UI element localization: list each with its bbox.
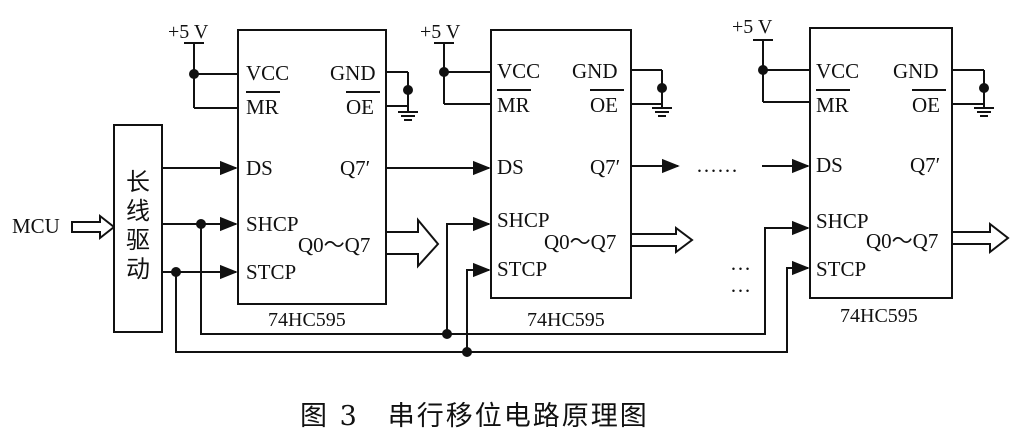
chip-3-pin-gnd: GND — [893, 59, 939, 83]
line-driver-label: 长 线 驱 动 — [126, 168, 150, 283]
chip-1-body — [237, 29, 387, 305]
chip-3-ground-icon — [974, 107, 994, 117]
chip-3-name: 74HC595 — [840, 305, 918, 327]
chip-2-output-bus-arrow — [630, 226, 694, 254]
chip-2-pin-gnd: GND — [572, 59, 618, 83]
stcp-bus-junction — [462, 347, 472, 357]
chip-1: +5 V VCC MR GND OE DS Q7′ SHCP Q0～Q7 STC… — [168, 21, 440, 331]
chip-3-pin-stcp: STCP — [816, 257, 866, 281]
chip-2-pin-q7: Q7′ — [590, 155, 620, 179]
chip-2-body — [490, 29, 632, 299]
chip-1-gnd-node — [403, 85, 413, 95]
svg-text:动: 动 — [126, 255, 150, 283]
shcp-bus-junction — [442, 329, 452, 339]
chip-3-pin-ds: DS — [816, 153, 843, 177]
chip-2-pin-oe: OE — [590, 93, 618, 117]
chip-3-pin-shcp: SHCP — [816, 209, 869, 233]
chip-1-pin-q0q7: Q0～Q7 — [298, 233, 370, 257]
svg-text:驱: 驱 — [126, 226, 150, 254]
ellipsis-vertical-2: … — [730, 273, 751, 297]
chip-2-pin-stcp: STCP — [497, 257, 547, 281]
mcu-label: MCU — [12, 214, 60, 238]
chip-3-pin-vcc: VCC — [816, 59, 859, 83]
chip-1-name: 74HC595 — [268, 309, 346, 331]
chip-3-pin-q0q7: Q0～Q7 — [866, 229, 938, 253]
chip-1-output-bus-arrow — [385, 217, 440, 269]
line-driver-box — [113, 124, 163, 333]
chip-3-vcc-node — [758, 65, 768, 75]
chip-3-pin-q7: Q7′ — [910, 153, 940, 177]
chip-1-supply-label: +5 V — [168, 21, 209, 43]
chip-1-ground-icon — [398, 111, 418, 121]
chip-2-pin-q0q7: Q0～Q7 — [544, 230, 616, 254]
chip-2-pin-shcp: SHCP — [497, 208, 550, 232]
chip-3-output-bus-arrow — [951, 221, 1010, 255]
stcp-bus — [175, 260, 810, 353]
chip-1-pin-vcc: VCC — [246, 61, 289, 85]
shcp-branch-2 — [446, 216, 491, 334]
chip-3-pin-mr: MR — [816, 93, 849, 117]
chip-2-vcc-node — [439, 67, 449, 77]
chip-2-pin-vcc: VCC — [497, 59, 540, 83]
chip-2-gnd-node — [657, 83, 667, 93]
chip-1-pin-q7: Q7′ — [340, 156, 370, 180]
chip-1-vcc-node — [189, 69, 199, 79]
chip-2-ground-icon — [652, 107, 672, 117]
stcp-branch-2 — [466, 262, 491, 352]
ellipsis-horizontal: …… — [696, 153, 738, 177]
svg-text:线: 线 — [126, 197, 150, 225]
chip-1-pin-gnd: GND — [330, 61, 376, 85]
chip-3-gnd-node — [979, 83, 989, 93]
shcp-bus — [200, 220, 810, 335]
chip-2: +5 V VCC MR GND OE DS Q7′ SHCP Q0～Q7 STC… — [420, 21, 694, 331]
mcu-bus-arrow — [71, 213, 116, 241]
svg-text:长: 长 — [126, 168, 150, 196]
figure-caption: 图 3 串行移位电路原理图 — [300, 401, 649, 432]
chip-1-pin-oe: OE — [346, 95, 374, 119]
chip-1-pin-ds: DS — [246, 156, 273, 180]
chip-2-pin-ds: DS — [497, 155, 524, 179]
chip-3-supply-label: +5 V — [732, 16, 773, 38]
chip-2-name: 74HC595 — [527, 309, 605, 331]
chip-3: +5 V VCC MR GND OE DS Q7′ SHCP Q0～Q7 STC… — [732, 16, 1010, 327]
ellipsis-vertical-1: … — [730, 251, 751, 275]
chip-1-pin-shcp: SHCP — [246, 212, 299, 236]
chip-3-pin-oe: OE — [912, 93, 940, 117]
chip-3-body — [809, 27, 953, 299]
chip-2-supply-label: +5 V — [420, 21, 461, 43]
chip-1-pin-mr: MR — [246, 95, 279, 119]
chip-1-pin-stcp: STCP — [246, 260, 296, 284]
chip-2-pin-mr: MR — [497, 93, 530, 117]
